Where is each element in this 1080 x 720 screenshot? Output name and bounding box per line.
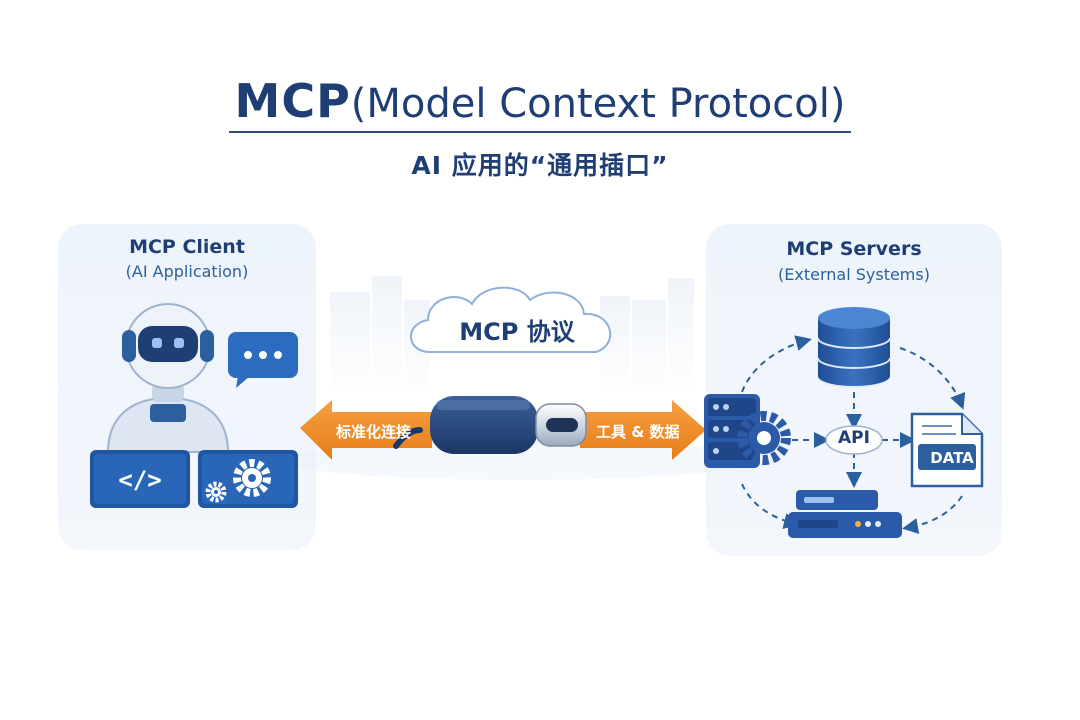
data-flow-arrows [741, 335, 966, 534]
client-panel-subtitle: (AI Application) [125, 262, 249, 281]
robot-icon [106, 303, 230, 453]
data-label: DATA [930, 449, 974, 467]
page-subtitle: AI 应用的“通用插口” [411, 151, 669, 180]
code-icon: </> [90, 450, 190, 508]
chat-bubble-icon [228, 332, 298, 388]
protocol-cloud-label: MCP 协议 [459, 318, 575, 346]
gear-icon [198, 450, 298, 508]
title-acronym: MCP [234, 74, 351, 128]
database-icon [817, 307, 891, 388]
tools-data-label: 工具 & 数据 [596, 423, 680, 441]
usb-c-cable-icon [393, 396, 587, 454]
api-label: API [838, 428, 870, 448]
standardized-connection-label: 标准化连接 [336, 423, 412, 441]
api-badge [825, 425, 883, 455]
servers-panel-title: MCP Servers [786, 238, 922, 260]
servers-panel-subtitle: (External Systems) [778, 265, 930, 284]
document-icon [910, 412, 984, 488]
client-panel-title: MCP Client [129, 236, 245, 258]
server-rack-icon [704, 394, 791, 468]
title-expansion: (Model Context Protocol) [350, 81, 846, 127]
server-unit-icon [788, 490, 902, 538]
svg-text:</>: </> [118, 466, 161, 494]
cloud-icon [410, 286, 612, 353]
tools-data-arrow [580, 400, 706, 460]
page-title: MCP(Model Context Protocol) [228, 78, 852, 133]
